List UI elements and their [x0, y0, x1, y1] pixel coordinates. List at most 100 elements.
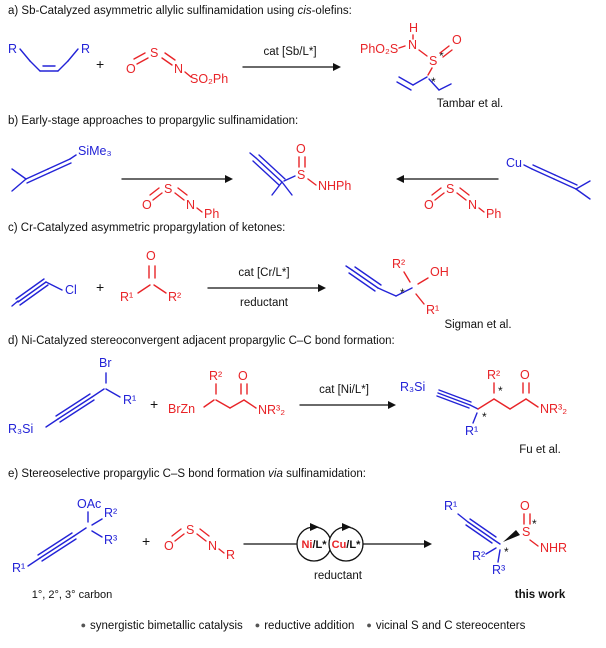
- bond: [493, 398, 511, 410]
- reaction-arrow-left: [121, 175, 233, 183]
- reductant-label: reductant: [314, 570, 363, 582]
- r-group-label: R: [8, 42, 17, 56]
- scheme-c-title: c) Cr-Catalyzed asymmetric propargylatio…: [0, 221, 606, 236]
- reaction-arrow: cat [Ni/L*]: [299, 384, 396, 409]
- cycle-cu-label: Cu/L*: [332, 539, 361, 551]
- feature-label: vicinal S and C stereocenters: [375, 620, 526, 632]
- bond: [307, 178, 317, 186]
- scheme-b-title: b) Early-stage approaches to propargylic…: [0, 114, 606, 129]
- silyl-allene-structure: SiMe₃: [11, 144, 112, 192]
- plus-sign: +: [142, 533, 150, 549]
- cycle-arrowhead: [342, 523, 351, 531]
- feature-item: ●vicinal S and C stereocenters: [366, 620, 525, 632]
- bimetallic-catalysis-arrow: Ni/L* Cu/L* reductant: [243, 523, 432, 582]
- bond: [493, 539, 501, 545]
- stereocenter-star: *: [532, 517, 537, 531]
- sulfinamide-product-structure: R¹ S * O NHR R² R³ *: [444, 499, 567, 577]
- stereocenter-star: *: [431, 75, 436, 89]
- nr32-label: NR³₂: [540, 402, 567, 416]
- atom-s: S: [522, 525, 530, 539]
- atom-s: S: [446, 182, 454, 196]
- atom-s: S: [164, 182, 172, 196]
- r2-label: R²: [104, 506, 117, 520]
- triple-bond-line: [252, 160, 280, 186]
- bond: [91, 530, 103, 538]
- triple-bond-line: [465, 524, 493, 544]
- triple-bond-line: [436, 395, 470, 409]
- r3-label: R³: [492, 563, 505, 577]
- r-group-label: R: [226, 548, 235, 562]
- atom-n: N: [174, 62, 183, 76]
- bond: [415, 293, 425, 305]
- stereocenter-star: *: [400, 286, 405, 300]
- r2-label: R²: [392, 257, 405, 271]
- nr32-label: NR³₂: [258, 403, 285, 417]
- stereocenter-star: *: [498, 384, 503, 398]
- bond: [412, 76, 428, 86]
- title-text: c) Cr-Catalyzed asymmetric propargylatio…: [8, 222, 286, 234]
- bond: [575, 180, 591, 190]
- bond: [243, 399, 257, 409]
- cl-label: Cl: [65, 283, 77, 297]
- sulfinylamine-reagent: O S N SO₂Ph: [126, 46, 228, 86]
- bond: [91, 518, 103, 526]
- double-bond-line: [26, 172, 50, 184]
- brzn-label: BrZn: [168, 402, 195, 416]
- bond: [529, 539, 539, 547]
- title-text: sulfinamidation:: [282, 468, 366, 480]
- bond: [417, 277, 429, 285]
- title-italic: via: [268, 468, 283, 480]
- double-bond-line: [196, 533, 207, 542]
- propargyl-chloride-structure: Cl: [11, 278, 77, 307]
- double-bond-line: [459, 187, 470, 196]
- bond: [497, 549, 501, 563]
- double-bond-line: [439, 45, 450, 54]
- triple-bond-line: [258, 154, 286, 180]
- this-work-label: this work: [515, 589, 566, 601]
- double-bond-line: [47, 158, 71, 170]
- triple-bond-line: [37, 532, 73, 556]
- ni-ligand-label: /L*: [312, 539, 327, 551]
- atom-s: S: [186, 523, 194, 537]
- triple-bond-line: [255, 157, 283, 183]
- scheme-b-canvas: SiMe₃ O S N Ph S O: [11, 142, 591, 221]
- double-bond-line: [48, 162, 72, 174]
- feature-label: synergistic bimetallic catalysis: [90, 620, 243, 632]
- atom-o: O: [424, 198, 434, 212]
- title-text: b) Early-stage approaches to propargylic…: [8, 115, 299, 127]
- bond: [418, 49, 428, 57]
- feature-label: reductive addition: [264, 620, 355, 632]
- bond: [438, 83, 452, 91]
- double-bond-line: [442, 49, 453, 58]
- atom-o: O: [296, 142, 306, 156]
- bond: [377, 287, 397, 297]
- bond: [67, 48, 79, 62]
- r2-label: R²: [487, 368, 500, 382]
- atom-o: O: [146, 249, 156, 263]
- scheme-e-title: e) Stereoselective propargylic C–S bond …: [0, 467, 606, 482]
- r1-label: R¹: [426, 303, 439, 317]
- arrowhead: [424, 540, 432, 548]
- bond: [105, 388, 121, 398]
- r1-label: R¹: [465, 424, 478, 438]
- homopropargyl-alcohol-product: R² OH R¹ *: [345, 257, 449, 317]
- atom-s: S: [297, 168, 305, 182]
- atom-s: S: [429, 54, 437, 68]
- sulfinamide-product-structure: S O NHPh: [249, 142, 351, 196]
- nhr-label: NHR: [540, 541, 567, 555]
- cu-label: Cu: [506, 156, 522, 170]
- title-text: d) Ni-Catalyzed stereoconvergent adjacen…: [8, 335, 395, 347]
- double-bond-line: [553, 178, 577, 190]
- atom-o: O: [126, 62, 136, 76]
- atom-o: O: [520, 368, 530, 382]
- triple-bond-line: [17, 281, 47, 303]
- bond: [215, 399, 231, 409]
- bond: [229, 399, 245, 409]
- r2-label: R²: [472, 549, 485, 563]
- bond: [45, 281, 63, 291]
- phso2-label: PhO₂S: [360, 42, 398, 56]
- catalyst-label: cat [Cr/L*]: [238, 267, 289, 279]
- scheme-d-title: d) Ni-Catalyzed stereoconvergent adjacen…: [0, 334, 606, 349]
- bullet-icon: ●: [254, 620, 261, 630]
- reaction-arrow: cat [Cr/L*] reductant: [207, 267, 326, 309]
